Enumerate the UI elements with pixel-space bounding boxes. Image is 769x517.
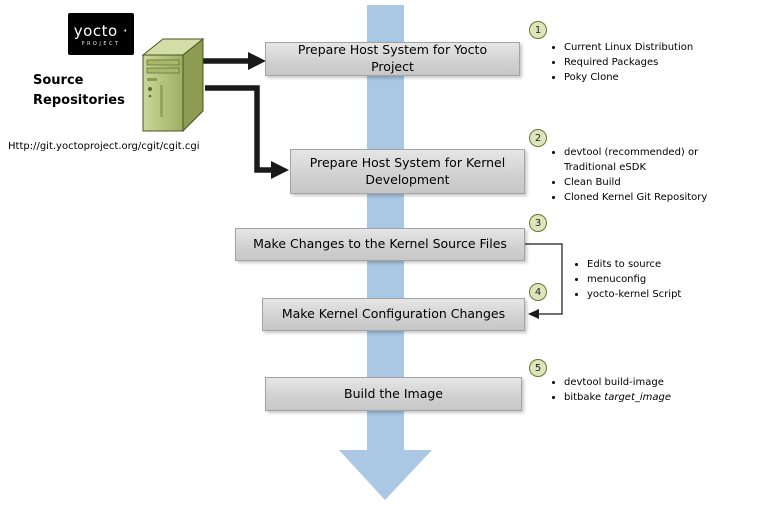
source-repositories-line2: Repositories	[33, 93, 125, 109]
step-number-badge-4: 4	[529, 283, 547, 301]
bullet-item: devtool (recommended) or Traditional eSD…	[564, 145, 731, 175]
source-repositories-line1: Source	[33, 73, 84, 88]
bullet-text-italic: target_image	[604, 392, 672, 403]
server-icon	[141, 37, 205, 133]
connector-arrow-to-step1	[198, 52, 266, 70]
bullet-item: Required Packages	[564, 55, 754, 70]
bullet-item: devtool build-image	[564, 375, 754, 390]
bullet-item: Current Linux Distribution	[564, 40, 754, 55]
step-number-badge-3: 3	[529, 214, 547, 232]
bullet-item: Cloned Kernel Git Repository	[564, 190, 731, 205]
step-box-1: Prepare Host System for Yocto Project	[265, 42, 520, 76]
source-repositories-label: Source Repositories	[33, 71, 125, 111]
step-number-badge-2: 2	[529, 129, 547, 147]
bullet-item: yocto-kernel Script	[587, 287, 747, 302]
step-box-2: Prepare Host System for Kernel Developme…	[290, 149, 525, 194]
steps-3-4-shared-bullets: Edits to source menuconfig yocto-kernel …	[572, 257, 747, 302]
step-number-badge-5: 5	[529, 359, 547, 377]
bullet-item: Clean Build	[564, 175, 731, 190]
yocto-logo-subtitle: PROJECT	[81, 40, 121, 47]
bullet-item: Edits to source	[587, 257, 747, 272]
step-1-bullets: Current Linux Distribution Required Pack…	[549, 40, 754, 85]
step-box-4: Make Kernel Configuration Changes	[262, 298, 525, 331]
step-5-bullets: devtool build-image bitbake target_image	[549, 375, 754, 405]
yocto-logo-text: yocto ·	[73, 21, 129, 40]
yocto-logo: yocto · PROJECT	[68, 13, 134, 55]
bullet-item: menuconfig	[587, 272, 747, 287]
bullet-text: bitbake	[564, 392, 602, 403]
bullet-item: Poky Clone	[564, 70, 754, 85]
step-2-bullets: devtool (recommended) or Traditional eSD…	[549, 145, 731, 205]
bracket-connector-steps-3-4	[525, 243, 563, 319]
repository-url: Http://git.yoctoproject.org/cgit/cgit.cg…	[8, 141, 200, 152]
connector-arrow-to-step2	[205, 85, 289, 179]
step-box-3: Make Changes to the Kernel Source Files	[235, 228, 525, 261]
bullet-item: bitbake target_image	[564, 390, 754, 405]
step-box-5: Build the Image	[265, 377, 522, 411]
step-number-badge-1: 1	[529, 21, 547, 39]
